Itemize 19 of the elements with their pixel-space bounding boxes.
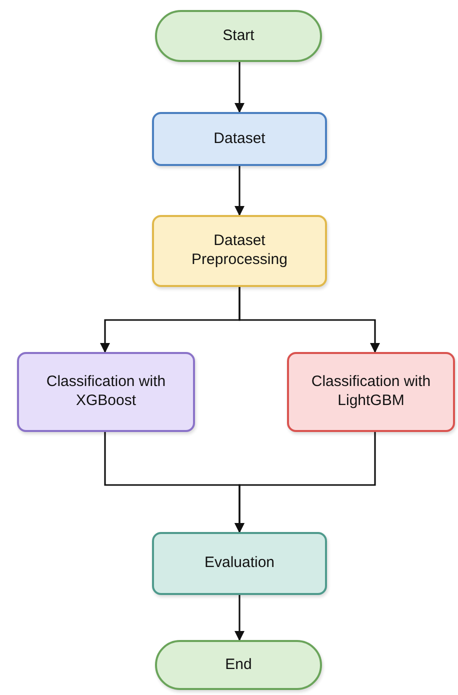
process-box <box>152 215 327 287</box>
process-box <box>152 532 327 595</box>
node-label: Classification with XGBoost <box>45 373 167 411</box>
process-box <box>17 352 195 432</box>
arrow <box>234 432 376 533</box>
arrow <box>234 595 244 641</box>
terminal-pill <box>155 10 322 62</box>
node-label: Dataset Preprocessing <box>190 232 288 270</box>
terminal-pill <box>155 640 322 690</box>
node-label: Evaluation <box>204 554 275 573</box>
process-box <box>152 112 327 166</box>
node-label: End <box>225 656 252 674</box>
node-label: Classification with LightGBM <box>310 373 432 411</box>
arrow <box>234 62 244 113</box>
arrow <box>234 166 244 216</box>
node-label: Start <box>222 26 254 46</box>
process-box <box>287 352 455 432</box>
node-label: Dataset <box>214 130 266 148</box>
arrow <box>238 287 380 353</box>
